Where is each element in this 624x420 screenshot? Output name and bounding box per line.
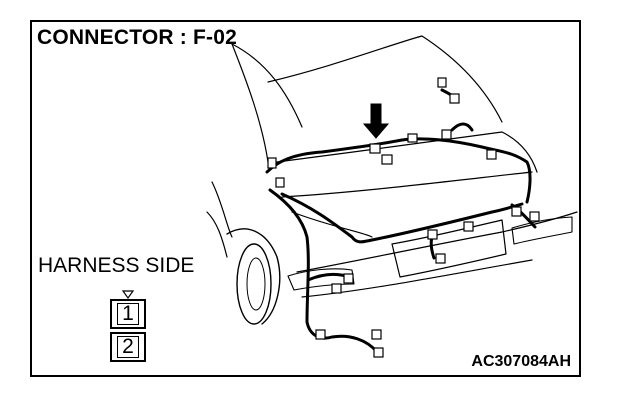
connector-n (343, 273, 354, 284)
harness-plate (429, 235, 436, 260)
connector-e (437, 77, 447, 88)
connector-j (463, 221, 474, 232)
connector-b (407, 133, 418, 143)
connector-f (449, 93, 460, 104)
harness-right-upper (450, 122, 474, 132)
connector-i (427, 229, 438, 240)
connector-title: CONNECTOR : F-02 (37, 26, 237, 49)
connector-d (275, 177, 285, 188)
connector-q (371, 329, 382, 340)
connector-pin-1: 1 (110, 299, 146, 329)
connector-m (529, 211, 540, 222)
connector-r (373, 347, 384, 358)
trunk-lid (281, 171, 533, 198)
connector-c (267, 157, 277, 169)
connector-g (441, 129, 452, 140)
roof-line (231, 43, 303, 128)
harness-main (265, 137, 532, 204)
connector-h (486, 149, 497, 160)
vehicle-rear-illustration (206, 35, 578, 358)
bumper-lower (301, 259, 533, 298)
connector-k (435, 253, 446, 264)
connector-pin-2: 2 (110, 332, 146, 362)
down-arrow-icon (362, 103, 390, 139)
wiring-harness (265, 88, 537, 354)
connector-o (331, 283, 342, 294)
reference-code: AC307084AH (471, 353, 571, 370)
trunk-edge (291, 211, 373, 238)
diagram-frame: CONNECTOR : F-02 HARNESS SIDE 1 2 AC3070… (30, 20, 581, 377)
connector-p (315, 329, 326, 340)
harness-left-down (268, 188, 379, 354)
license-recess (391, 219, 507, 278)
rear-window (267, 35, 503, 123)
c-pillar (231, 43, 269, 163)
wheel-arch (226, 228, 281, 325)
trunk-top (276, 131, 538, 173)
pin-number: 2 (117, 336, 139, 358)
quarter-panel (211, 181, 233, 238)
connector-l (511, 206, 522, 217)
body-side (206, 211, 228, 258)
connectors (267, 77, 540, 358)
connector-latch-icon (122, 290, 134, 300)
connector-f02 (369, 143, 381, 154)
wheel-hub (246, 257, 266, 311)
pin-number: 1 (117, 303, 139, 325)
rear-wheel (236, 243, 272, 325)
harness-side-label: HARNESS SIDE (38, 254, 195, 277)
tail-light-right (511, 216, 573, 245)
connector-a (381, 154, 393, 165)
harness-lid (280, 192, 524, 244)
